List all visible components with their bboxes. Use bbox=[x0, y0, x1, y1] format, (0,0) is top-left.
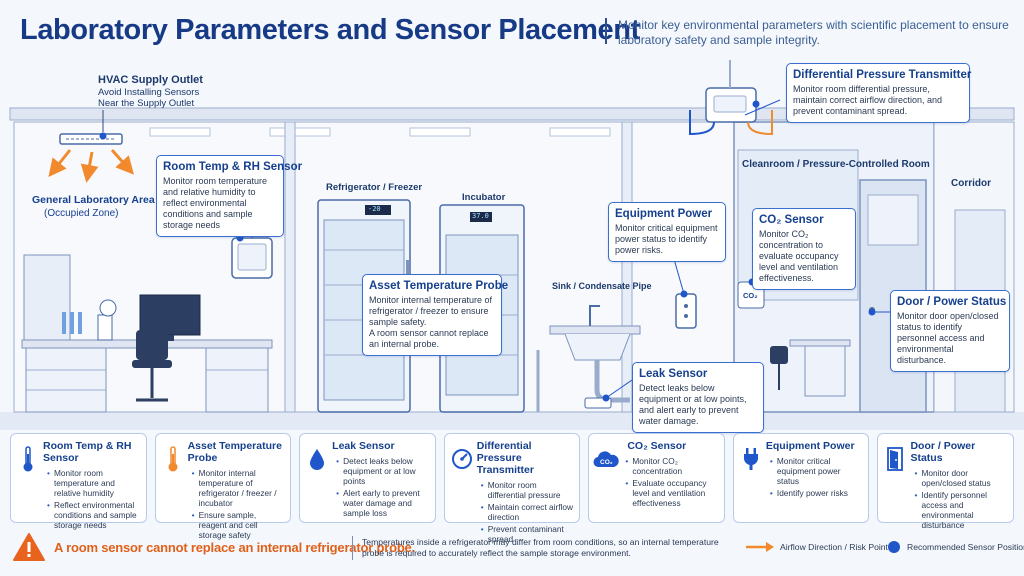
warning-text: A room sensor cannot replace an internal… bbox=[54, 540, 416, 555]
card-item: Monitor door open/closed status bbox=[914, 468, 1007, 488]
title-divider bbox=[605, 18, 607, 44]
page-subtitle: Monitor key environmental parameters wit… bbox=[618, 18, 1009, 47]
callout-equipment-power: Equipment Power Monitor critical equipme… bbox=[608, 202, 726, 262]
callout-leak-body: Detect leaks below equipment or at low p… bbox=[639, 383, 747, 426]
card-asset-probe: Asset Temperature Probe Monitor internal… bbox=[154, 433, 292, 540]
card-item: Identify power risks bbox=[770, 488, 863, 498]
callout-door-body: Monitor door open/closed status to ident… bbox=[897, 311, 999, 365]
sensor-dot-icon bbox=[888, 541, 900, 553]
callout-door-title: Door / Power Status bbox=[897, 296, 1007, 308]
callout-diff-pressure: Differential Pressure Transmitter Monito… bbox=[786, 63, 972, 123]
warning-icon bbox=[12, 532, 46, 562]
card-item: Maintain correct airflow direction bbox=[481, 502, 574, 522]
callout-door: Door / Power Status Monitor door open/cl… bbox=[890, 290, 1010, 372]
callout-equipment-power-body: Monitor critical equipment power status … bbox=[615, 223, 718, 255]
warning-note: Temperatures inside a refrigerator may d… bbox=[362, 537, 719, 558]
callout-room-temp: Room Temp & RH Sensor Monitor room tempe… bbox=[156, 155, 303, 237]
card-room-temp: Room Temp & RH Sensor Monitor room tempe… bbox=[10, 433, 147, 530]
card-item: Reflect environmental conditions and sam… bbox=[47, 500, 140, 530]
card-item: Prevent contaminant spread bbox=[481, 524, 574, 544]
card-item: Detect leaks below equipment or at low p… bbox=[336, 456, 429, 486]
power-plug-icon bbox=[740, 444, 762, 474]
general-area-title: General Laboratory Area bbox=[32, 194, 155, 206]
callout-diff-pressure-title: Differential Pressure Transmitter bbox=[793, 69, 972, 81]
sink-label: Sink / Condensate Pipe bbox=[552, 281, 652, 291]
card-item: Monitor room differential pressure bbox=[481, 480, 574, 500]
incubator-label: Incubator bbox=[462, 192, 506, 203]
airflow-arrow-icon bbox=[744, 540, 776, 552]
co2-cloud-icon: CO₂ bbox=[591, 444, 621, 474]
general-area-sub: (Occupied Zone) bbox=[44, 208, 119, 219]
thermometer-probe-icon bbox=[162, 444, 184, 474]
sensor-cards: Room Temp & RH Sensor Monitor room tempe… bbox=[10, 433, 1015, 544]
callout-leak: Leak Sensor Detect leaks below equipment… bbox=[632, 362, 764, 433]
page-title: Laboratory Parameters and Sensor Placeme… bbox=[20, 14, 640, 46]
cleanroom-label: Cleanroom / Pressure-Controlled Room bbox=[742, 159, 930, 170]
callout-co2-body: Monitor CO₂ concentration to evaluate oc… bbox=[759, 229, 839, 283]
card-item: Monitor room temperature and relative hu… bbox=[47, 468, 140, 498]
card-leak: Leak Sensor Detect leaks below equipment… bbox=[299, 433, 436, 523]
callout-co2-title: CO₂ Sensor bbox=[759, 214, 824, 226]
card-title: Differential Pressure Transmitter bbox=[476, 440, 534, 476]
fridge-label: Refrigerator / Freezer bbox=[326, 182, 423, 193]
card-list: Monitor internal temperature of refriger… bbox=[192, 468, 285, 540]
callout-asset-probe: Asset Temperature Probe Monitor internal… bbox=[362, 274, 509, 356]
lab-scene: -20 37.0 CO₂ HVAC Supply Outlet Avoid In… bbox=[0, 60, 1024, 433]
card-item: Identify personnel access and environmen… bbox=[914, 490, 1007, 530]
card-item: Ensure sample, reagent and cell storage … bbox=[192, 510, 285, 540]
card-list: Monitor room temperature and relative hu… bbox=[47, 468, 140, 530]
card-title: Door / Power Status bbox=[910, 440, 976, 464]
legend-airflow: Airflow Direction / Risk Point bbox=[780, 542, 888, 552]
thermometer-icon bbox=[17, 444, 39, 474]
incubator-display: 37.0 bbox=[472, 212, 489, 220]
callout-co2: CO₂ Sensor Monitor CO₂ concentration to … bbox=[752, 208, 856, 290]
card-item: Monitor internal temperature of refriger… bbox=[192, 468, 285, 508]
callout-asset-probe-title: Asset Temperature Probe bbox=[369, 280, 509, 292]
warning-divider bbox=[352, 536, 353, 560]
card-title: Asset Temperature Probe bbox=[187, 440, 282, 464]
card-item: Monitor critical equipment power status bbox=[770, 456, 863, 486]
water-drop-icon bbox=[306, 444, 328, 474]
hvac-line2: Near the Supply Outlet bbox=[98, 98, 195, 109]
svg-text:CO₂: CO₂ bbox=[600, 459, 613, 466]
card-door: Door / Power Status Monitor door open/cl… bbox=[877, 433, 1015, 530]
callout-asset-probe-body2: A room sensor cannot replace an internal… bbox=[369, 328, 489, 349]
card-item: Evaluate occupancy level and ventilation… bbox=[625, 478, 718, 508]
fridge-display: -20 bbox=[368, 205, 381, 213]
card-equipment-power: Equipment Power Monitor critical equipme… bbox=[732, 433, 870, 523]
pressure-gauge-icon bbox=[451, 444, 473, 474]
co2-device-label: CO₂ bbox=[743, 291, 758, 300]
card-list: Detect leaks below equipment or at low p… bbox=[336, 456, 429, 518]
door-icon bbox=[884, 444, 906, 474]
hvac-line1: Avoid Installing Sensors bbox=[98, 87, 200, 98]
card-item: Monitor CO₂ concentration bbox=[625, 456, 718, 476]
card-list: Monitor room differential pressure Maint… bbox=[481, 480, 574, 544]
callout-equipment-power-title: Equipment Power bbox=[615, 208, 713, 220]
card-list: Monitor door open/closed status Identify… bbox=[914, 468, 1007, 530]
callout-room-temp-title: Room Temp & RH Sensor bbox=[163, 161, 303, 173]
card-list: Monitor critical equipment power status … bbox=[770, 456, 863, 498]
callout-asset-probe-body1: Monitor internal temperature of refriger… bbox=[369, 295, 493, 327]
card-item: Alert early to prevent water damage and … bbox=[336, 488, 429, 518]
callout-room-temp-body: Monitor room temperature and relative hu… bbox=[163, 176, 268, 230]
callout-leak-title: Leak Sensor bbox=[639, 368, 708, 380]
card-co2: CO₂ CO₂ Sensor Monitor CO₂ concentration… bbox=[588, 433, 725, 523]
card-diff-pressure: Differential Pressure Transmitter Monito… bbox=[443, 433, 581, 544]
card-list: Monitor CO₂ concentration Evaluate occup… bbox=[625, 456, 718, 508]
callout-diff-pressure-body: Monitor room differential pressure, main… bbox=[793, 84, 943, 116]
corridor-label: Corridor bbox=[951, 178, 991, 189]
card-title: CO₂ Sensor bbox=[627, 440, 687, 452]
card-title: Leak Sensor bbox=[332, 440, 395, 452]
card-title: Equipment Power bbox=[765, 440, 855, 452]
card-title: Room Temp & RH Sensor bbox=[43, 440, 132, 464]
legend-sensor: Recommended Sensor Position bbox=[907, 542, 1024, 552]
hvac-title: HVAC Supply Outlet bbox=[98, 74, 203, 86]
